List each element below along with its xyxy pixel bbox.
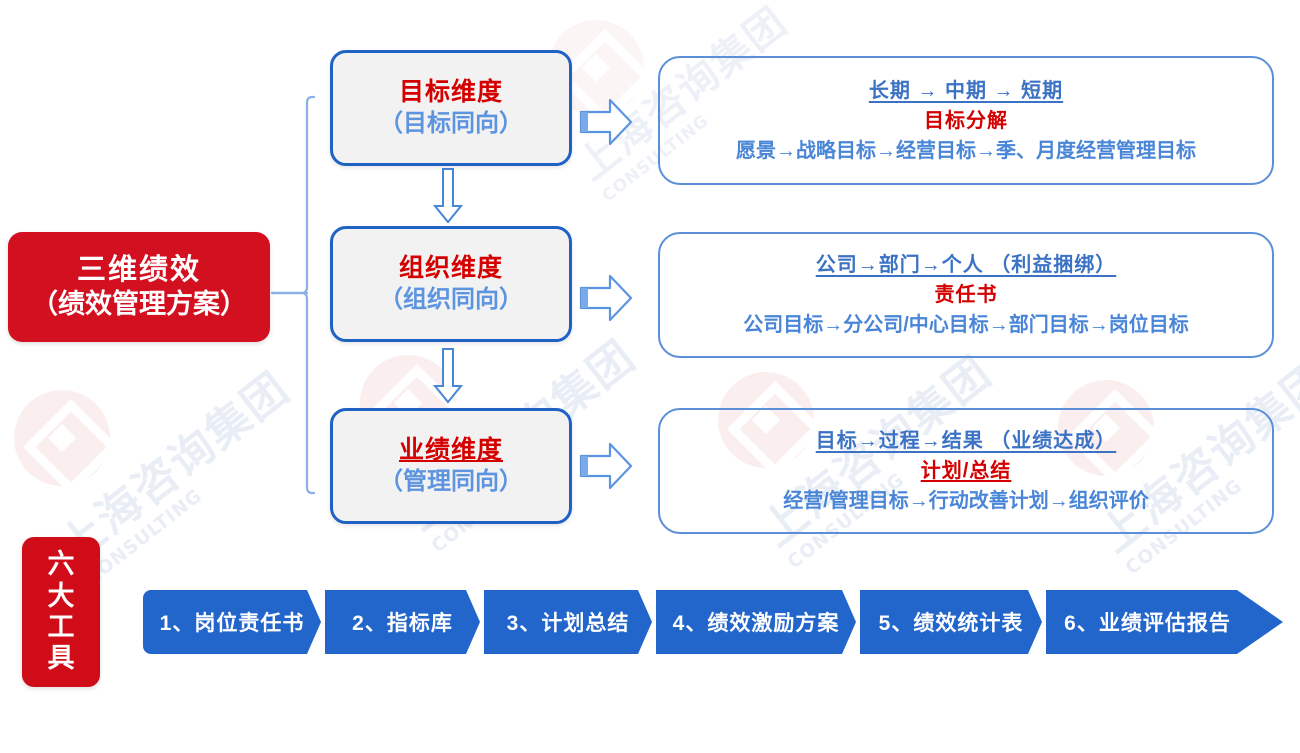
detail-panel-2[interactable]: 目标→过程→结果 （业绩达成） 计划/总结 经营/管理目标→行动改善计划→组织评…: [658, 408, 1274, 534]
tool-label: 4、绩效激励方案: [672, 612, 840, 635]
tool-chevron-4[interactable]: 4、绩效激励方案: [656, 590, 856, 654]
right-block-arrow-icon: [579, 98, 633, 146]
tool-label: 3、计划总结: [506, 612, 630, 635]
dimension-subtitle: （目标同向）: [379, 110, 523, 138]
tool-label: 1、岗位责任书: [159, 612, 305, 635]
tool-chevron-2[interactable]: 2、指标库: [325, 590, 480, 654]
core-subtitle: （绩效管理方案）: [31, 289, 247, 320]
six-tools-char: 大: [47, 580, 75, 611]
core-title: 三维绩效: [76, 254, 201, 286]
tools-chevron-row: 1、岗位责任书 2、指标库 3、计划总结 4、绩效激励方案 5、绩效统计表 6、…: [143, 590, 1283, 654]
tool-chevron-1[interactable]: 1、岗位责任书: [143, 590, 321, 654]
six-tools-label[interactable]: 六 大 工 具: [22, 537, 100, 687]
panel-mid: 目标分解: [924, 109, 1008, 132]
six-tools-char: 工: [47, 612, 75, 642]
core-concept-badge[interactable]: 三维绩效 （绩效管理方案）: [8, 232, 270, 342]
panel-head: 目标→过程→结果 （业绩达成）: [815, 430, 1117, 452]
tool-label: 2、指标库: [352, 612, 453, 635]
right-block-arrow-icon: [579, 442, 633, 490]
tool-chevron-5[interactable]: 5、绩效统计表: [860, 590, 1042, 654]
panel-mid: 责任书: [934, 284, 998, 306]
tool-chevron-6[interactable]: 6、业绩评估报告: [1046, 590, 1283, 654]
dimension-title: 组织维度: [398, 253, 503, 282]
bracket-connector: [270, 95, 315, 495]
down-arrow-icon: [432, 348, 464, 404]
six-tools-char: 具: [47, 643, 75, 674]
panel-mid: 计划/总结: [920, 460, 1012, 482]
panel-foot: 经营/管理目标→行动改善计划→组织评价: [783, 490, 1149, 512]
panel-foot: 公司目标→分公司/中心目标→部门目标→岗位目标: [743, 314, 1189, 336]
tool-chevron-3[interactable]: 3、计划总结: [484, 590, 652, 654]
right-block-arrow-icon: [579, 274, 633, 322]
six-tools-char: 六: [47, 549, 75, 580]
panel-foot: 愿景→战略目标→经营目标→季、月度经营管理目标: [736, 139, 1196, 162]
detail-panel-0[interactable]: 长期 → 中期 → 短期 目标分解 愿景→战略目标→经营目标→季、月度经营管理目…: [658, 56, 1274, 185]
dimension-subtitle: （组织同向）: [379, 286, 523, 314]
tool-label: 6、业绩评估报告: [1064, 612, 1231, 635]
panel-head: 公司→部门→个人 （利益捆绑）: [815, 254, 1117, 276]
dimension-subtitle: （管理同向）: [379, 468, 523, 496]
down-arrow-icon: [432, 168, 464, 224]
dimension-box-2[interactable]: 业绩维度 （管理同向）: [330, 408, 572, 524]
dimension-title: 业绩维度: [398, 435, 503, 464]
dimension-box-0[interactable]: 目标维度 （目标同向）: [330, 50, 572, 166]
panel-head: 长期 → 中期 → 短期: [868, 79, 1064, 102]
detail-panel-1[interactable]: 公司→部门→个人 （利益捆绑） 责任书 公司目标→分公司/中心目标→部门目标→岗…: [658, 232, 1274, 358]
dimension-title: 目标维度: [398, 77, 503, 106]
tool-label: 5、绩效统计表: [878, 612, 1024, 635]
dimension-box-1[interactable]: 组织维度 （组织同向）: [330, 226, 572, 342]
watermark-logo-icon: [14, 390, 110, 486]
